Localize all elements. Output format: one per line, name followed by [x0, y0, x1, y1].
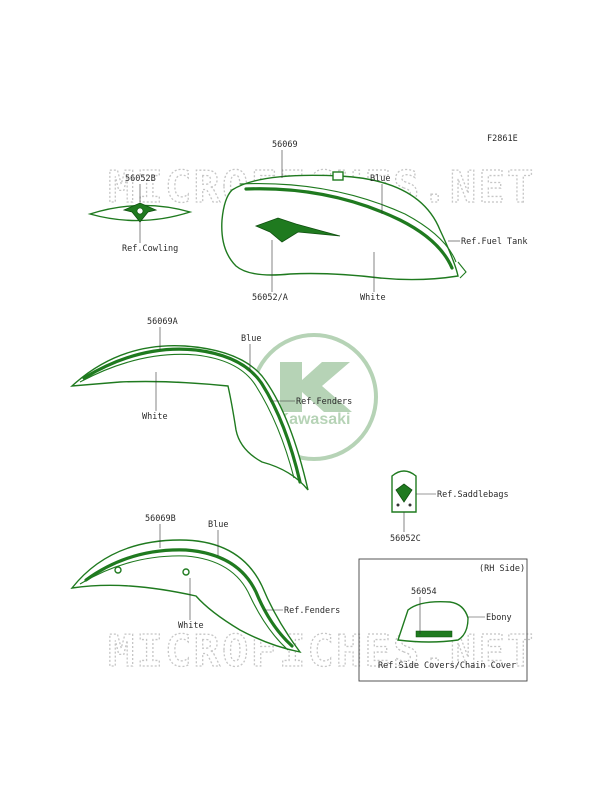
- cowling-emblem-part: [87, 202, 193, 223]
- label-56069: 56069: [272, 140, 298, 150]
- rh-side-box: [358, 558, 528, 682]
- label-56069b: 56069B: [145, 514, 176, 524]
- label-ref-fenders-front: Ref.Fenders: [296, 397, 352, 407]
- label-ref-fenders-rear: Ref.Fenders: [284, 606, 340, 616]
- front-fender-part: [70, 344, 309, 491]
- label-56052c: 56052C: [390, 534, 421, 544]
- label-ebony: Ebony: [486, 613, 512, 623]
- label-ref-saddlebags: Ref.Saddlebags: [437, 490, 509, 500]
- label-56052a: 56052/A: [252, 293, 288, 303]
- kawasaki-logo-text: Kawasaki: [278, 411, 351, 428]
- label-blue-tank: Blue: [370, 174, 390, 184]
- label-white-tank: White: [360, 293, 386, 303]
- side-cover-part: [397, 600, 469, 643]
- label-white-front: White: [142, 412, 168, 422]
- label-blue-rear: Blue: [208, 520, 228, 530]
- figure-code: F2861E: [487, 134, 518, 144]
- label-56069a: 56069A: [147, 317, 178, 327]
- label-rh-side: (RH Side): [479, 564, 525, 574]
- rear-fender-part: [70, 539, 302, 654]
- label-white-rear: White: [178, 621, 204, 631]
- label-56052b: 56052B: [125, 174, 156, 184]
- label-blue-front: Blue: [241, 334, 261, 344]
- label-56054: 56054: [411, 587, 437, 597]
- saddlebag-emblem-part: [391, 470, 417, 513]
- fuel-tank-part: [221, 171, 467, 281]
- label-ref-fuel-tank: Ref.Fuel Tank: [461, 237, 528, 247]
- label-ref-cowling: Ref.Cowling: [122, 244, 178, 254]
- label-ref-side-covers: Ref.Side Covers/Chain Cover: [378, 661, 516, 671]
